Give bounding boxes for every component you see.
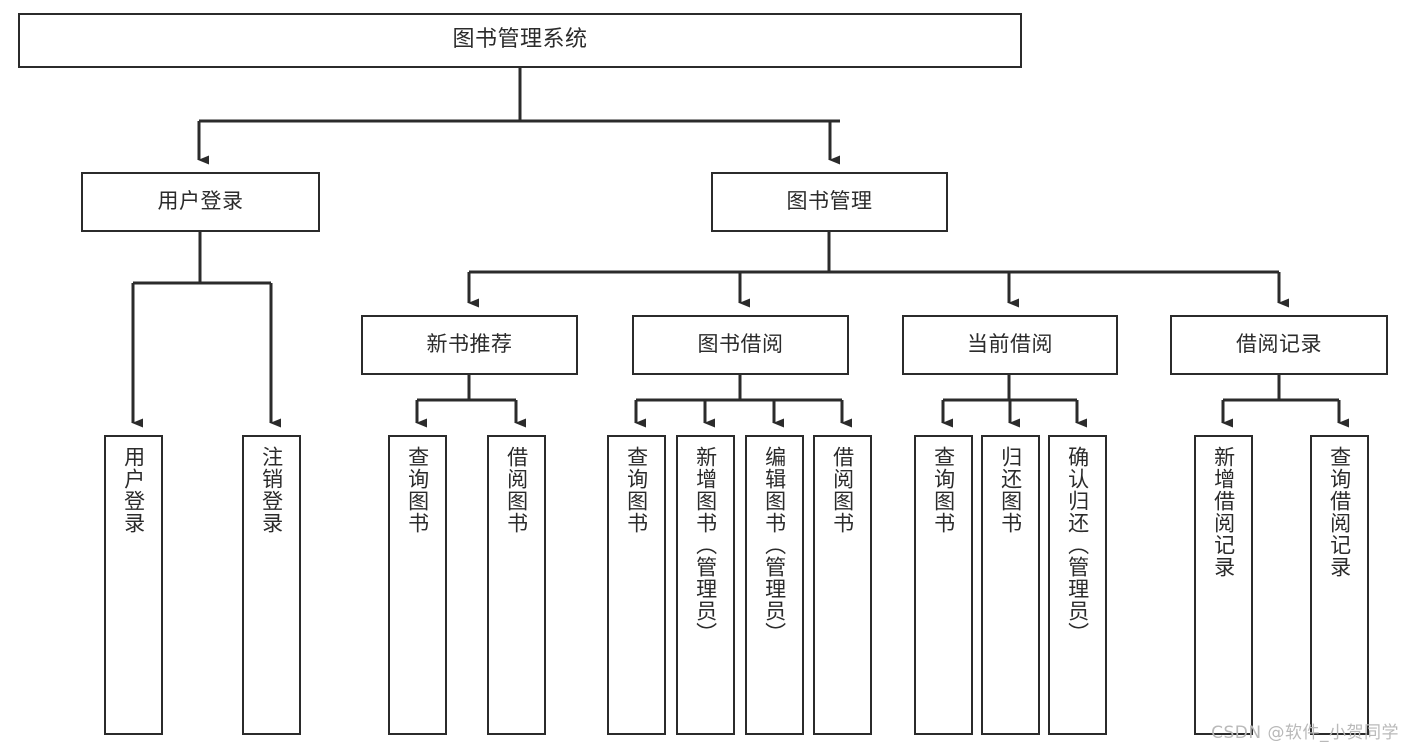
node-current-borrow[interactable]: 当前借阅 (902, 315, 1118, 375)
node-label: 新增图书（管理员） (693, 446, 718, 644)
node-label: 图书管理系统 (452, 27, 588, 53)
node-leaf-logout[interactable]: 注销登录 (242, 435, 301, 735)
node-user-login[interactable]: 用户登录 (81, 172, 320, 232)
node-leaf-user-login[interactable]: 用户登录 (104, 435, 163, 735)
node-leaf-add-record[interactable]: 新增借阅记录 (1194, 435, 1253, 735)
node-label: 新书推荐 (426, 332, 513, 357)
node-label: 借阅图书 (504, 446, 529, 534)
node-label: 确认归还（管理员） (1065, 446, 1090, 644)
node-label: 用户登录 (157, 189, 244, 214)
node-leaf-query-record[interactable]: 查询借阅记录 (1310, 435, 1369, 735)
node-label: 查询借阅记录 (1327, 446, 1352, 578)
node-label: 当前借阅 (967, 332, 1053, 357)
node-label: 借阅记录 (1236, 332, 1322, 357)
node-leaf-edit-book[interactable]: 编辑图书（管理员） (745, 435, 804, 735)
node-root-book-management-system[interactable]: 图书管理系统 (18, 13, 1022, 68)
node-label: 查询图书 (405, 446, 430, 534)
node-leaf-confirm-return[interactable]: 确认归还（管理员） (1048, 435, 1107, 735)
node-label: 注销登录 (259, 446, 284, 534)
node-new-book-recommend[interactable]: 新书推荐 (361, 315, 578, 375)
node-label: 查询图书 (624, 446, 649, 534)
node-leaf-add-book[interactable]: 新增图书（管理员） (676, 435, 735, 735)
node-label: 归还图书 (998, 446, 1023, 534)
node-borrow-record[interactable]: 借阅记录 (1170, 315, 1388, 375)
node-label: 用户登录 (121, 446, 146, 534)
node-label: 图书管理 (786, 189, 873, 214)
node-label: 图书借阅 (697, 332, 784, 357)
node-leaf-query-book-3[interactable]: 查询图书 (914, 435, 973, 735)
csdn-watermark: CSDN @软件_小贺同学 (1211, 723, 1399, 743)
node-label: 查询图书 (931, 446, 956, 534)
node-leaf-query-book-2[interactable]: 查询图书 (607, 435, 666, 735)
node-label: 新增借阅记录 (1211, 446, 1236, 578)
node-book-borrow[interactable]: 图书借阅 (632, 315, 849, 375)
node-book-management[interactable]: 图书管理 (711, 172, 948, 232)
node-label: 编辑图书（管理员） (762, 446, 787, 644)
node-label: 借阅图书 (830, 446, 855, 534)
node-leaf-borrow-book-1[interactable]: 借阅图书 (487, 435, 546, 735)
node-leaf-query-book-1[interactable]: 查询图书 (388, 435, 447, 735)
node-leaf-borrow-book-2[interactable]: 借阅图书 (813, 435, 872, 735)
node-leaf-return-book[interactable]: 归还图书 (981, 435, 1040, 735)
